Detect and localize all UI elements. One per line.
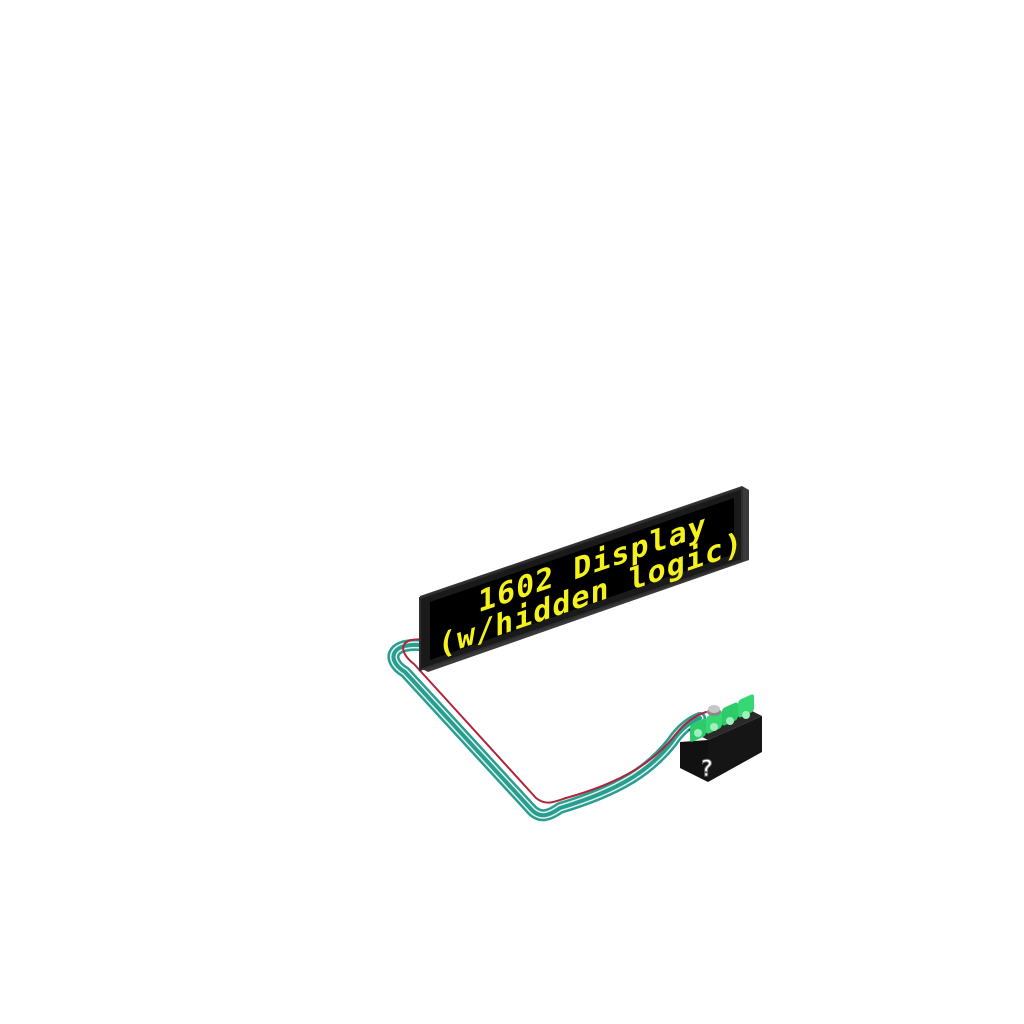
logic-block-ports	[690, 693, 754, 742]
port-icon[interactable]	[722, 701, 738, 726]
question-mark-icon: ?	[700, 757, 713, 782]
lcd-display[interactable]: 1602 Display (w/hidden logic)	[419, 486, 749, 672]
lcd-screen	[430, 498, 734, 660]
port-icon[interactable]	[738, 693, 754, 718]
logic-block-front	[708, 716, 762, 782]
ribbon-cable[interactable]	[387, 638, 707, 822]
push-button-icon[interactable]	[707, 705, 721, 716]
logic-block-left-face	[680, 740, 708, 782]
port-icon[interactable]	[706, 710, 722, 735]
logic-block[interactable]: ?	[680, 693, 762, 783]
